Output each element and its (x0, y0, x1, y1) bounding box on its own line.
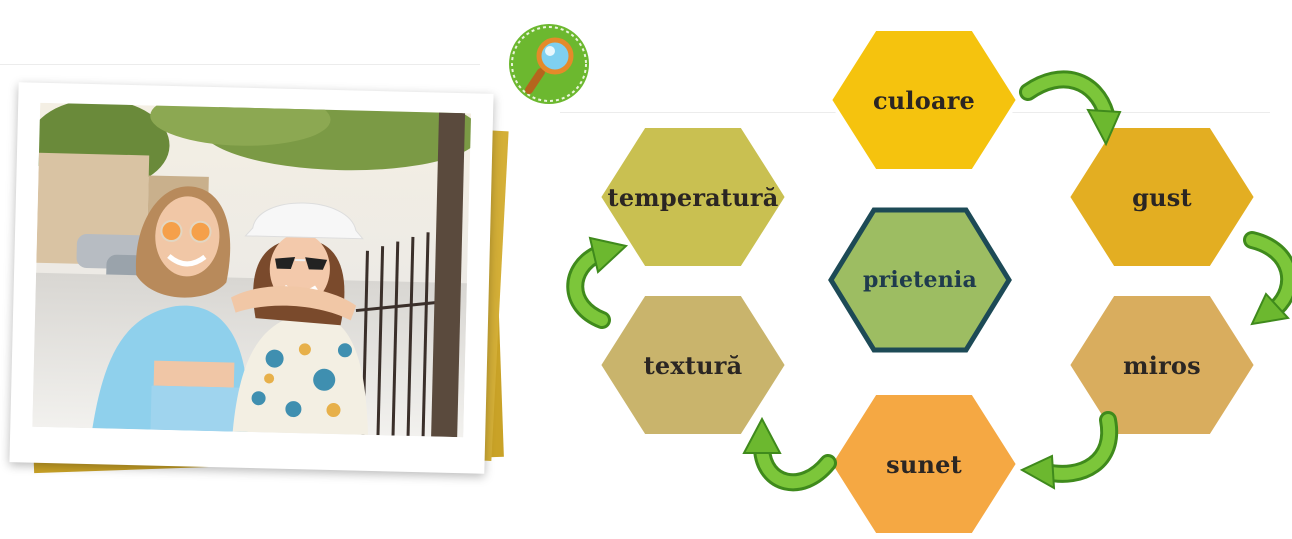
arrow-textura-to-temperatura (562, 232, 642, 332)
arrow-sunet-to-textura (736, 405, 836, 497)
photo (32, 103, 471, 437)
photo-frame (9, 82, 493, 473)
hexagon-center: prietenia (828, 207, 1012, 353)
hexagon-label: culoare (826, 25, 1022, 175)
arrow-culoare-to-gust (1022, 66, 1122, 156)
hexagon-label: prietenia (828, 207, 1012, 353)
hexagon-culoare: culoare (826, 25, 1022, 175)
photo-card (0, 60, 520, 490)
hexagon-sunet: sunet (826, 389, 1022, 539)
magnifier-icon (505, 20, 593, 108)
arrow-gust-to-miros (1222, 232, 1292, 337)
arrow-miros-to-sunet (1012, 412, 1127, 492)
hexagon-label: sunet (826, 389, 1022, 539)
